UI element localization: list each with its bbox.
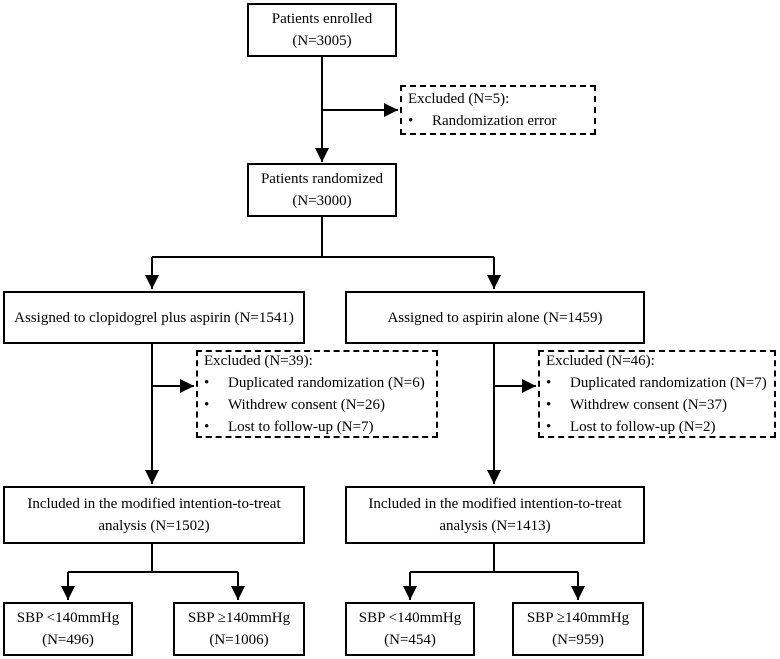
mitt-right-line2: analysis (N=1413) bbox=[439, 518, 551, 534]
mitt-right-line1: Included in the modified intention-to-tr… bbox=[368, 496, 622, 512]
sbp-left-low-label: SBP <140mmHg bbox=[16, 610, 120, 626]
excluded-left-item: • Duplicated randomization (N=6) bbox=[204, 372, 425, 394]
mitt-left-box: Included in the modified intention-to-tr… bbox=[3, 486, 305, 544]
excluded-left-box: Excluded (N=39): • Duplicated randomizat… bbox=[196, 350, 438, 438]
mitt-left-line2: analysis (N=1502) bbox=[98, 518, 210, 534]
bullet: • bbox=[204, 375, 210, 391]
bullet: • bbox=[204, 397, 210, 413]
sbp-right-low-count: (N=454) bbox=[384, 632, 436, 648]
mitt-right-box: Included in the modified intention-to-tr… bbox=[345, 486, 645, 544]
sbp-left-high-box: SBP ≥140mmHg (N=1006) bbox=[173, 602, 305, 656]
arm-left-label: Assigned to clopidogrel plus aspirin (N=… bbox=[14, 309, 294, 326]
excluded-right-item-text: Duplicated randomization (N=7) bbox=[570, 375, 767, 391]
randomized-box: Patients randomized (N=3000) bbox=[247, 163, 397, 217]
sbp-right-low-box: SBP <140mmHg (N=454) bbox=[345, 602, 475, 656]
excluded-left-item-text: Duplicated randomization (N=6) bbox=[228, 375, 425, 391]
excluded-left-item: • Lost to follow-up (N=7) bbox=[204, 416, 374, 438]
excluded-right-title: Excluded (N=46): bbox=[546, 353, 655, 369]
excluded-left-item-text: Lost to follow-up (N=7) bbox=[228, 419, 374, 435]
excluded-randomization-box: Excluded (N=5): • Randomization error bbox=[400, 85, 596, 135]
excluded-right-item: • Duplicated randomization (N=7) bbox=[546, 372, 767, 394]
excluded-left-item-text: Withdrew consent (N=26) bbox=[228, 397, 385, 413]
sbp-left-low-box: SBP <140mmHg (N=496) bbox=[3, 602, 133, 656]
enrolled-label: Patients enrolled bbox=[271, 11, 373, 27]
bullet: • bbox=[546, 375, 552, 391]
sbp-right-high-box: SBP ≥140mmHg (N=959) bbox=[512, 602, 644, 656]
randomized-count: (N=3000) bbox=[292, 193, 352, 209]
enrolled-box: Patients enrolled (N=3005) bbox=[247, 3, 397, 57]
bullet: • bbox=[546, 419, 552, 435]
bullet: • bbox=[546, 397, 552, 413]
bullet: • bbox=[204, 419, 210, 435]
excluded-left-item: • Withdrew consent (N=26) bbox=[204, 394, 385, 416]
excluded-right-item: • Withdrew consent (N=37) bbox=[546, 394, 727, 416]
excluded-randomization-item-text: Randomization error bbox=[432, 113, 557, 129]
excluded-right-item: • Lost to follow-up (N=2) bbox=[546, 416, 716, 438]
sbp-left-low-count: (N=496) bbox=[42, 632, 94, 648]
excluded-randomization-title: Excluded (N=5): bbox=[408, 91, 510, 107]
bullet: • bbox=[408, 113, 414, 129]
sbp-left-high-label: SBP ≥140mmHg bbox=[187, 610, 291, 626]
sbp-right-high-count: (N=959) bbox=[552, 632, 604, 648]
excluded-right-item-text: Lost to follow-up (N=2) bbox=[570, 419, 716, 435]
sbp-right-high-label: SBP ≥140mmHg bbox=[526, 610, 630, 626]
excluded-left-title: Excluded (N=39): bbox=[204, 353, 313, 369]
excluded-right-item-text: Withdrew consent (N=37) bbox=[570, 397, 727, 413]
excluded-randomization-item: • Randomization error bbox=[408, 110, 557, 132]
arm-left-box: Assigned to clopidogrel plus aspirin (N=… bbox=[3, 291, 305, 344]
sbp-right-low-label: SBP <140mmHg bbox=[358, 610, 462, 626]
excluded-right-box: Excluded (N=46): • Duplicated randomizat… bbox=[538, 350, 776, 438]
randomized-label: Patients randomized bbox=[260, 171, 384, 187]
mitt-left-line1: Included in the modified intention-to-tr… bbox=[27, 496, 281, 512]
arm-right-label: Assigned to aspirin alone (N=1459) bbox=[387, 309, 603, 326]
sbp-left-high-count: (N=1006) bbox=[209, 632, 269, 648]
arm-right-box: Assigned to aspirin alone (N=1459) bbox=[345, 291, 645, 344]
enrolled-count: (N=3005) bbox=[292, 33, 352, 49]
